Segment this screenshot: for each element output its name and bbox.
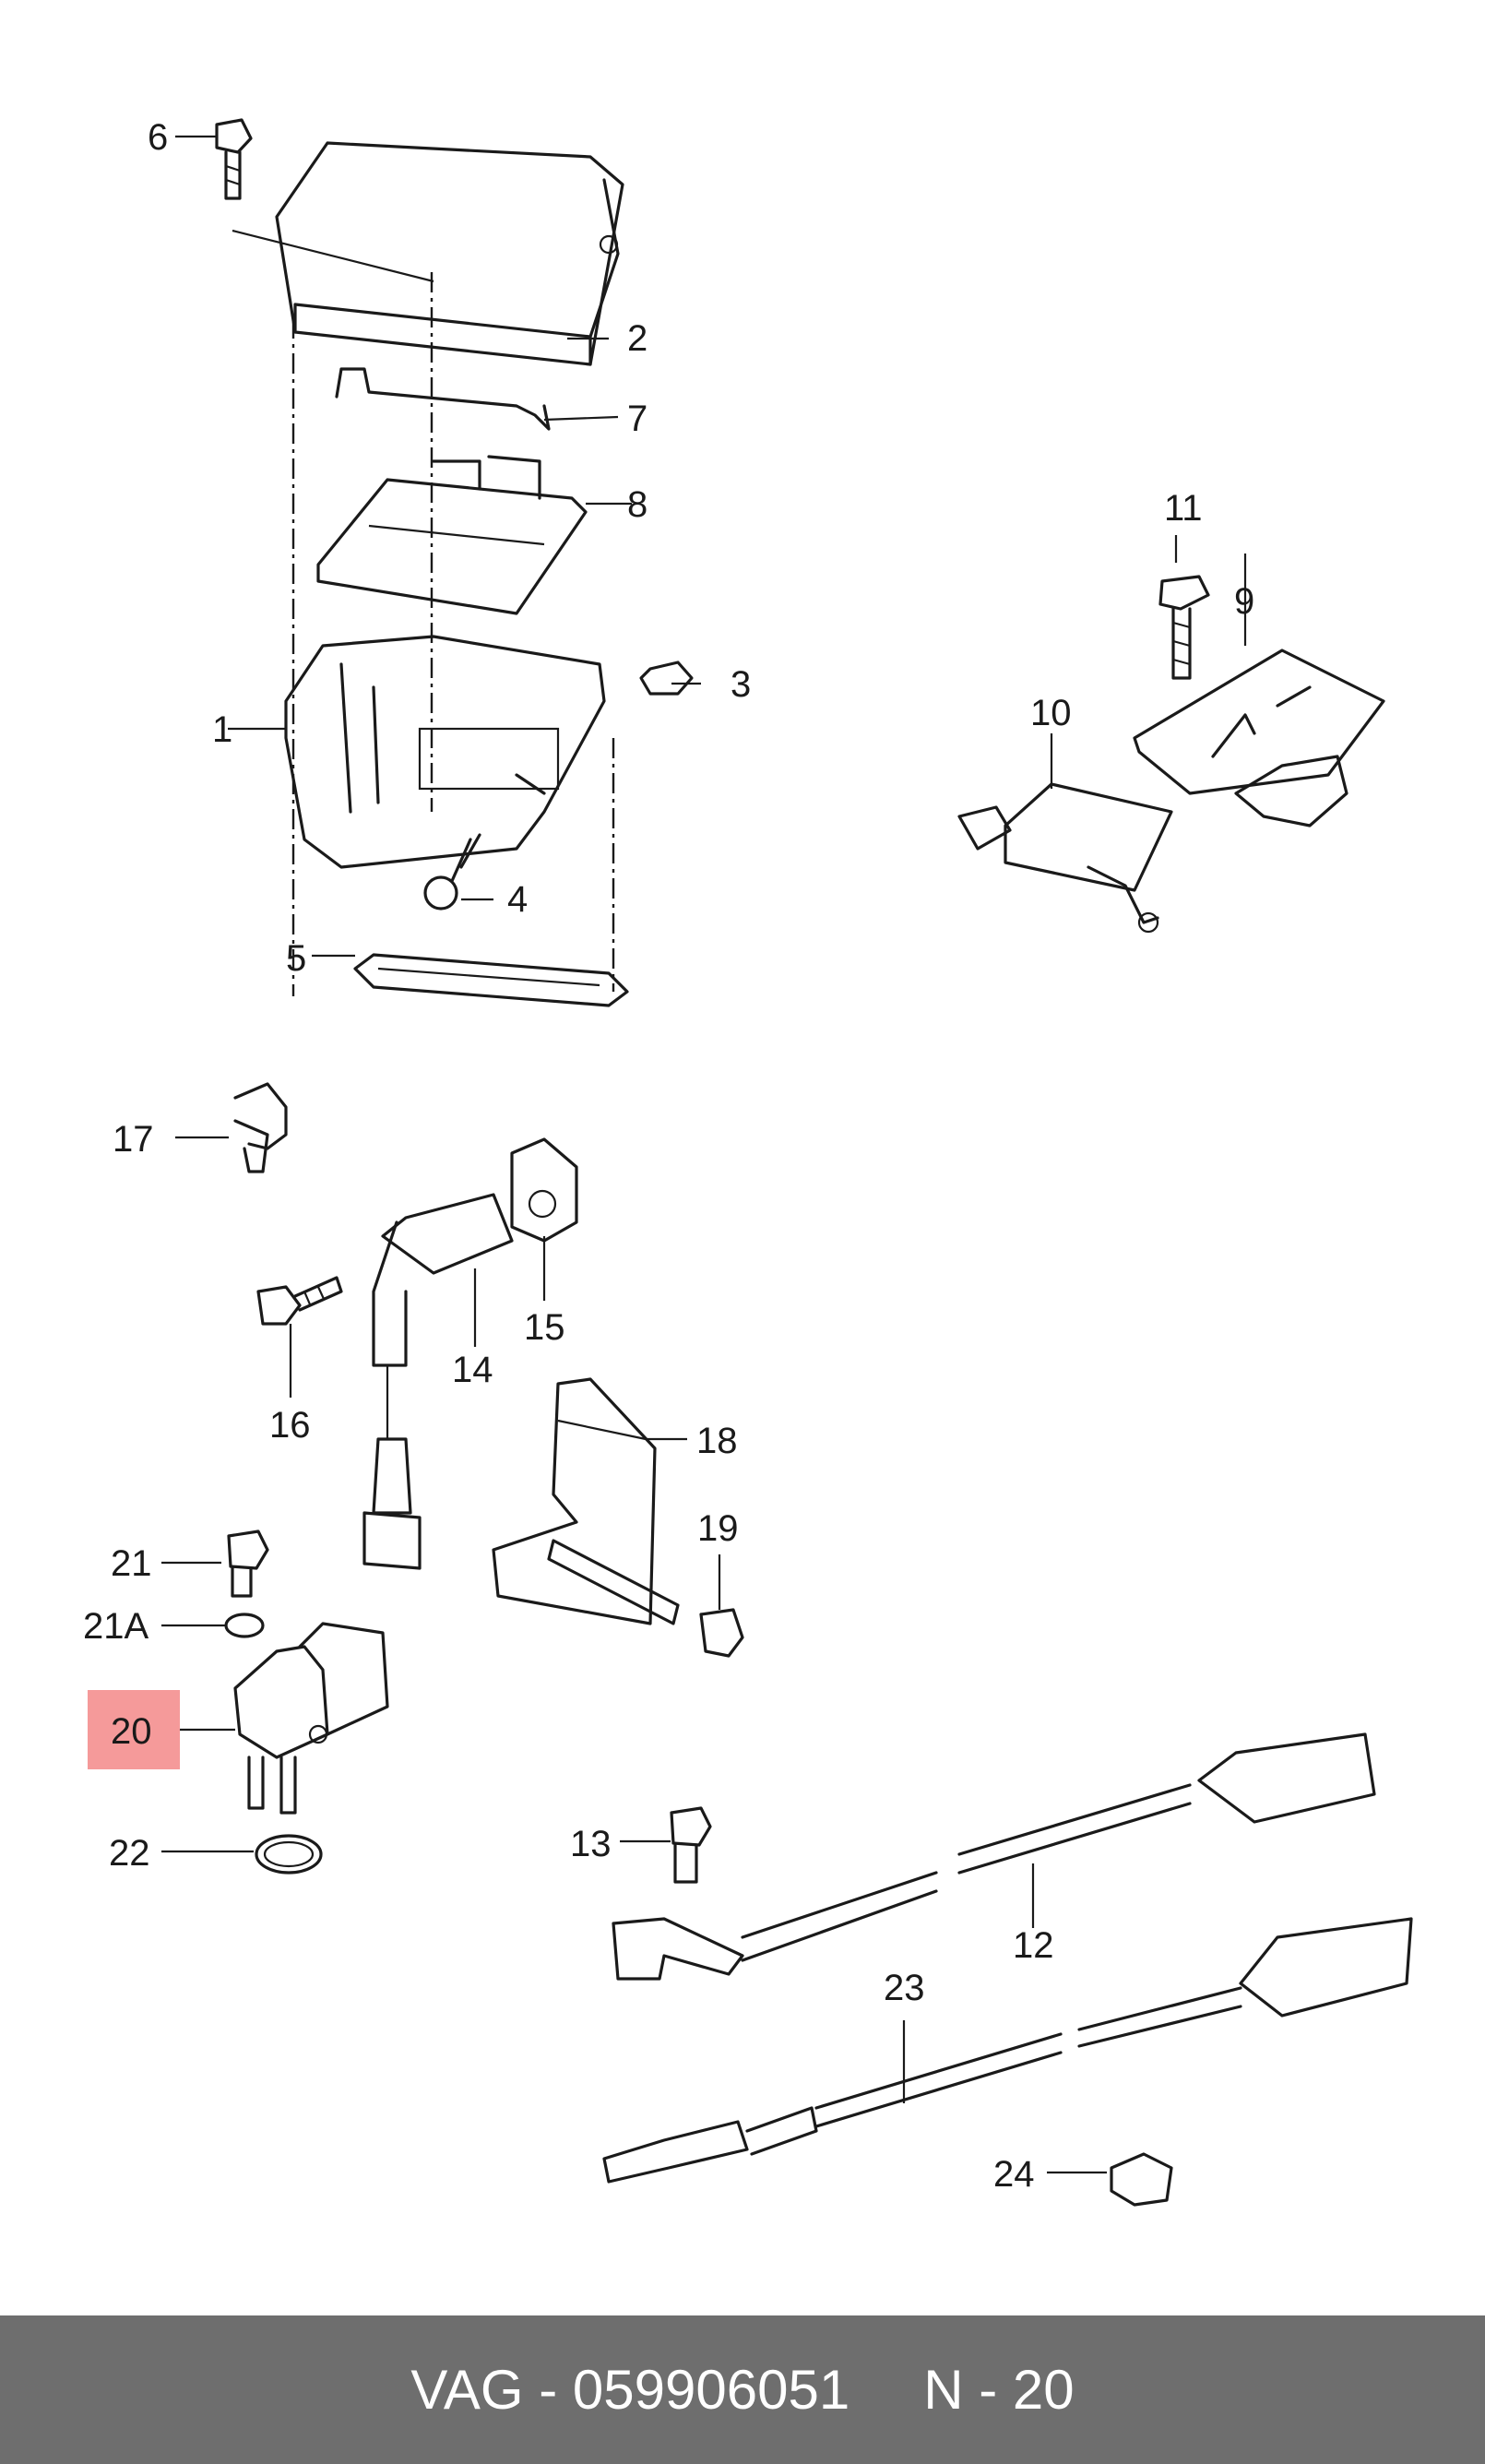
- speed-sensor: [362, 1193, 514, 1570]
- callout-21a: 21A: [83, 1606, 148, 1647]
- part-number-footer: VAG - 059906051 N - 20: [0, 2315, 1485, 2464]
- ecu-bracket-clip: [335, 367, 551, 431]
- clip-fastener: [233, 1082, 288, 1173]
- ecu-hex-nut: [639, 661, 694, 696]
- relay-bracket-plate: [957, 782, 1173, 934]
- callout-7: 7: [627, 399, 647, 439]
- callout-23: 23: [884, 1968, 925, 2008]
- callout-21: 21: [111, 1543, 152, 1584]
- callout-13: 13: [570, 1824, 612, 1864]
- callout-14: 14: [452, 1350, 493, 1390]
- callout-18: 18: [696, 1421, 738, 1461]
- module-screw: [1158, 575, 1210, 680]
- callout-24: 24: [993, 2154, 1035, 2195]
- parts-diagram: 6 2 7 8 3 1 4 5 11 9 10 17 15 14 16 18 1…: [83, 117, 1413, 2207]
- sensor-gasket: [510, 1137, 578, 1243]
- position-label: N - 20: [923, 2359, 1075, 2421]
- callout-4: 4: [507, 879, 528, 920]
- assembly-line-screw: [232, 229, 434, 283]
- pressure-sensor: [233, 1622, 389, 1815]
- heat-shield: [492, 1377, 657, 1625]
- callout-16: 16: [269, 1405, 311, 1446]
- retaining-clip: [1110, 2152, 1173, 2207]
- callout-10: 10: [1030, 693, 1072, 733]
- control-module: [1133, 649, 1385, 827]
- ecu-housing-base: [284, 635, 606, 869]
- ecu-screw: [215, 118, 253, 200]
- callout-12: 12: [1013, 1925, 1054, 1966]
- callout-5: 5: [286, 938, 306, 979]
- ecu-push-rivet: [423, 833, 481, 911]
- callout-9: 9: [1234, 581, 1254, 622]
- shield-bolt: [547, 1539, 744, 1658]
- callout-1: 1: [212, 709, 232, 750]
- highlight-box: [88, 1690, 180, 1769]
- lambda-probe: [602, 1917, 1413, 2184]
- washer: [224, 1613, 265, 1638]
- sensor-bolt: [256, 1276, 343, 1326]
- callout-15: 15: [524, 1307, 565, 1348]
- mount-bolt: [227, 1530, 269, 1598]
- callout-11: 11: [1164, 488, 1203, 529]
- part-number-label: VAG - 059906051: [410, 2359, 850, 2421]
- callout-6: 6: [148, 117, 168, 158]
- callout-19: 19: [697, 1508, 739, 1549]
- leader-lines: [161, 135, 1247, 2174]
- ecu-gasket: [353, 953, 629, 1007]
- knock-sensor-bolt: [670, 1806, 712, 1884]
- callout-22: 22: [109, 1833, 150, 1874]
- callout-3: 3: [731, 664, 751, 705]
- ecu-cover-lid: [275, 141, 624, 366]
- callout-2: 2: [627, 318, 647, 359]
- knock-sensor: [612, 1732, 1376, 1981]
- callout-8: 8: [627, 484, 647, 525]
- callout-17: 17: [113, 1119, 154, 1160]
- ecu-control-unit: [316, 455, 588, 615]
- o-ring-seal: [255, 1834, 323, 1875]
- callout-20: 20: [111, 1711, 152, 1752]
